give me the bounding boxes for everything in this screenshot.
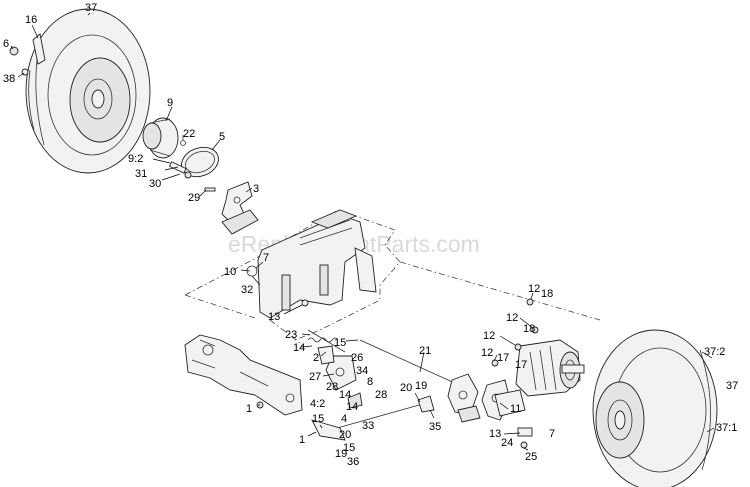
drive-motor [491,298,585,397]
callout-4: 4 [341,413,347,425]
callout-36: 36 [347,456,359,468]
callout-37: 37 [85,2,97,14]
callout-37-2: 37:2 [704,346,725,358]
callout-27: 27 [309,371,321,383]
callout-32: 32 [241,284,253,296]
callout-35: 35 [429,421,441,433]
callout-30: 30 [149,178,161,190]
callout-15: 15 [343,442,355,454]
rear-wheel-left [25,8,151,174]
brake-pin [168,161,216,192]
motor-bracket [494,389,533,449]
callout-20: 20 [339,429,351,441]
callout-25: 25 [525,451,537,463]
callout-38: 38 [3,73,15,85]
callout-19: 19 [415,380,427,392]
callout-24: 24 [501,437,513,449]
callout-14: 14 [346,401,358,413]
callout-12: 12 [483,330,495,342]
leader-lines [10,12,715,451]
hub-nut [9,33,46,76]
callout-37-1: 37:1 [716,422,737,434]
callout-19: 19 [335,448,347,460]
callout-7: 7 [263,252,269,264]
callout-12: 12 [506,312,518,324]
callout-17: 17 [497,352,509,364]
callout-3: 3 [253,183,259,195]
callout-10: 10 [224,266,236,278]
callout-20: 20 [400,382,412,394]
callout-15: 15 [312,413,324,425]
callout-22: 22 [183,128,195,140]
pivot-bracket [221,181,259,235]
callout-31: 31 [135,168,147,180]
callout-14: 14 [293,342,305,354]
callout-13: 13 [489,428,501,440]
callout-29: 29 [188,192,200,204]
callout-labels: 37 16 6 38 9 22 5 9:2 31 30 29 3 10 7 32… [3,2,738,468]
axle-bracket-left [184,334,303,416]
rear-wheel-right [592,329,718,487]
callout-9-2: 9:2 [128,153,143,165]
callout-26: 26 [351,352,363,364]
callout-9: 9 [167,97,173,109]
brake-band [181,146,219,178]
brake-lever-right [417,373,481,423]
callout-17: 17 [515,359,527,371]
callout-8: 8 [367,376,373,388]
callout-1: 1 [246,403,252,415]
callout-33: 33 [362,420,374,432]
callout-7: 7 [549,428,555,440]
brake-drum [142,117,186,159]
callout-13: 13 [268,311,280,323]
callout-4-2: 4:2 [310,398,325,410]
callout-37: 37 [726,380,738,392]
callout-28: 28 [375,389,387,401]
spring [307,337,339,343]
frame [246,209,377,319]
callout-34: 34 [356,365,368,377]
callout-2: 2 [313,352,319,364]
callout-21: 21 [419,345,431,357]
callout-16: 16 [25,14,37,26]
callout-5: 5 [219,131,225,143]
callout-23: 23 [285,329,297,341]
callout-6: 6 [3,38,9,50]
frame-outline [184,209,601,344]
callout-11: 11 [510,403,521,415]
callout-14: 14 [339,389,351,401]
callout-12: 12 [481,347,493,359]
callout-18: 18 [541,288,553,300]
callout-1: 1 [299,434,305,446]
callout-15: 15 [334,337,346,349]
callout-12: 12 [528,283,540,295]
callout-28: 28 [326,381,338,393]
callout-18: 18 [523,323,535,335]
